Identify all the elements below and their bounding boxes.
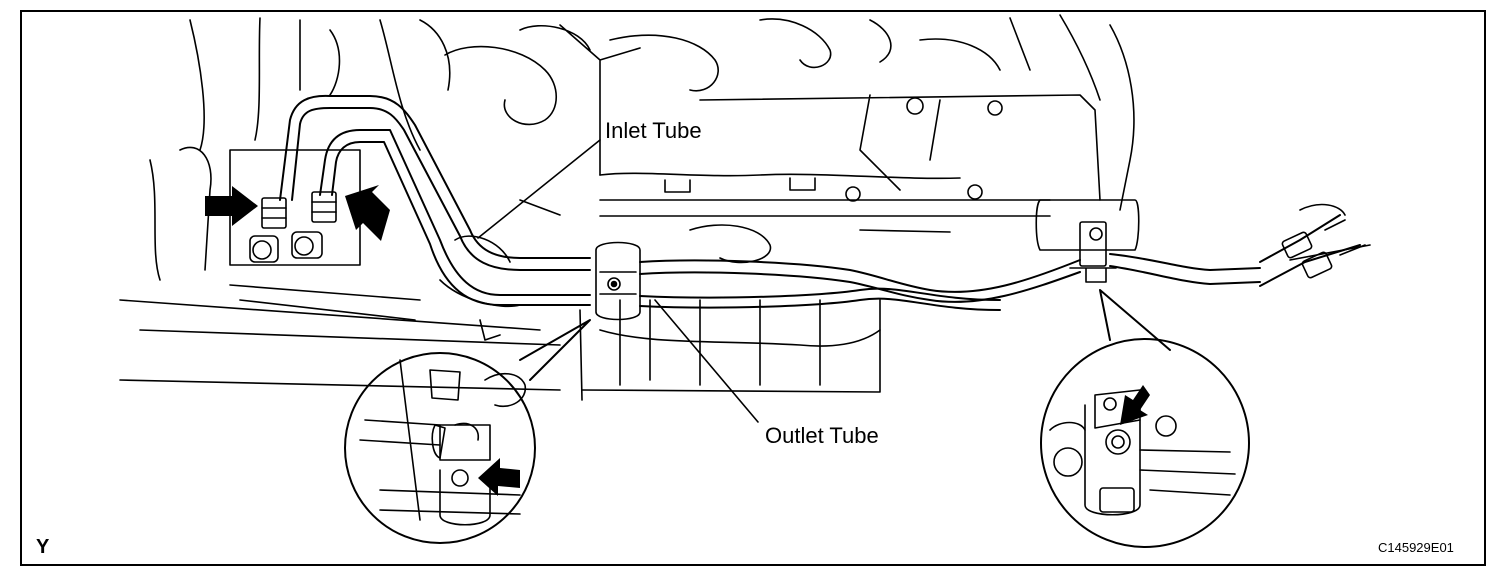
right-bracket-clamp: [1035, 199, 1140, 283]
right-detail-contents: [1049, 389, 1236, 516]
arrow-icon: [478, 458, 520, 496]
arrow-icon: [1120, 385, 1150, 425]
inlet-tube: [279, 94, 591, 271]
arrow-icon: [345, 185, 390, 241]
outlet-tube-label: Outlet Tube: [765, 423, 879, 448]
figure-id: C145929E01: [1378, 540, 1454, 555]
left-detail-contents: [359, 359, 526, 526]
right-end-connectors: [1281, 219, 1366, 279]
inlet-tube-label: Inlet Tube: [605, 118, 702, 143]
inlet-tube-leader: [477, 139, 601, 239]
right-detail-callout: [1040, 289, 1250, 548]
outlet-tube-leader: [654, 299, 759, 423]
left-detail-callout: [344, 319, 591, 544]
center-tube-clamp: [595, 241, 641, 321]
engine-block-outline: [119, 14, 1371, 401]
right-union-fitting: [291, 191, 337, 259]
outlet-tube: [319, 129, 591, 306]
left-union-fitting: [249, 197, 287, 263]
arrow-icon: [205, 186, 258, 226]
tube-run-center: [639, 214, 1361, 311]
view-letter: Y: [36, 536, 50, 558]
